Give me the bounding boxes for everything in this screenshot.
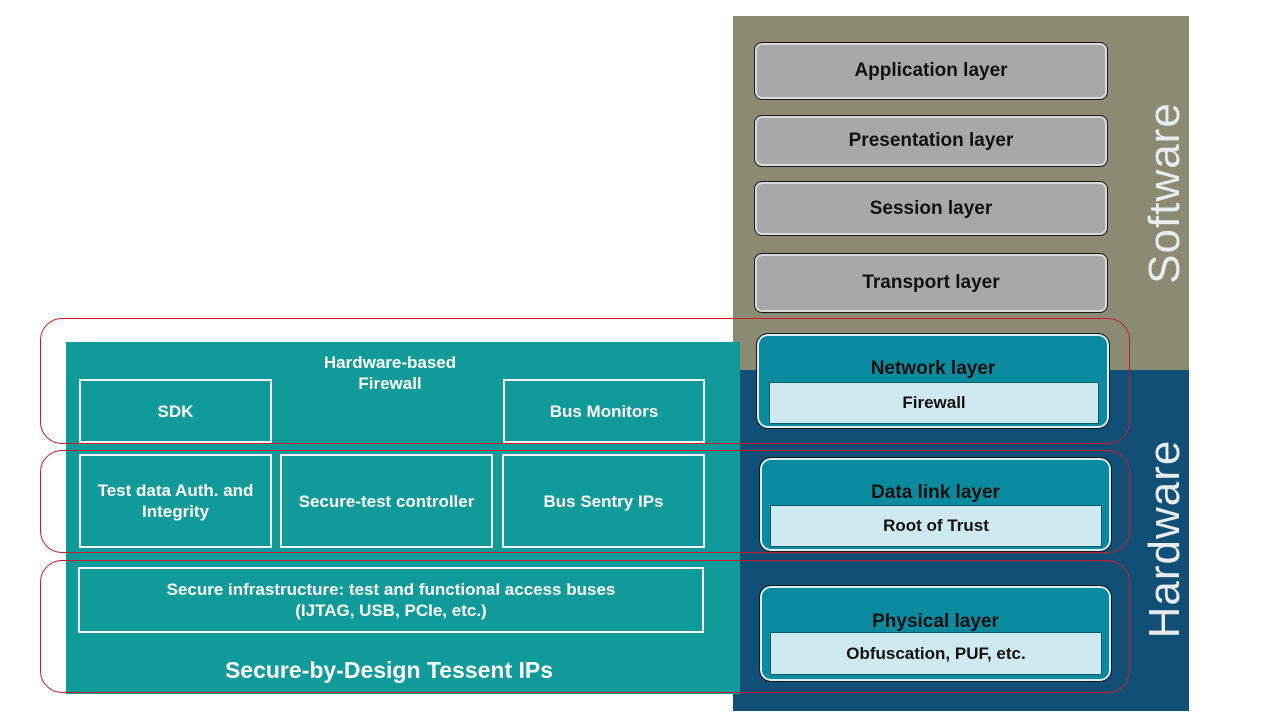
network-layer-title: Network layer bbox=[870, 358, 996, 379]
physical-layer-title: Physical layer bbox=[872, 611, 999, 632]
transport-layer: Transport layer bbox=[754, 253, 1108, 313]
obfuscation-box: Obfuscation, PUF, etc. bbox=[770, 632, 1102, 675]
application-layer: Application layer bbox=[754, 42, 1108, 100]
data-link-layer: Data link layer Root of Trust bbox=[759, 457, 1112, 552]
test-data-auth-box: Test data Auth. and Integrity bbox=[79, 454, 272, 548]
bus-monitors-box: Bus Monitors bbox=[503, 379, 705, 443]
software-label: Software bbox=[1140, 102, 1189, 284]
network-row-highlight bbox=[40, 318, 1130, 444]
hardware-firewall-label: Hardware-based Firewall bbox=[280, 352, 500, 394]
secure-test-controller-box: Secure-test controller bbox=[280, 454, 493, 548]
sdk-box: SDK bbox=[79, 379, 272, 443]
root-of-trust-box: Root of Trust bbox=[770, 505, 1102, 547]
hardware-label: Hardware bbox=[1140, 439, 1189, 639]
presentation-layer: Presentation layer bbox=[754, 115, 1108, 167]
session-layer: Session layer bbox=[754, 181, 1108, 236]
physical-layer: Physical layer Obfuscation, PUF, etc. bbox=[759, 585, 1112, 682]
secure-infrastructure-box: Secure infrastructure: test and function… bbox=[78, 567, 704, 633]
bus-sentry-box: Bus Sentry IPs bbox=[502, 454, 705, 548]
test-data-line2: Integrity bbox=[141, 502, 210, 521]
firewall-box: Firewall bbox=[769, 382, 1099, 424]
infra-line1: Secure infrastructure: test and function… bbox=[166, 580, 616, 599]
test-data-line1: Test data Auth. and bbox=[97, 481, 254, 500]
tessent-block bbox=[66, 342, 740, 694]
data-link-row-highlight bbox=[40, 450, 1130, 553]
infra-line2: (IJTAG, USB, PCIe, etc.) bbox=[295, 601, 487, 620]
hardware-firewall-line1: Hardware-based bbox=[323, 353, 457, 372]
hardware-firewall-line2: Firewall bbox=[358, 374, 422, 393]
data-link-layer-title: Data link layer bbox=[871, 482, 1000, 503]
physical-row-highlight bbox=[40, 560, 1130, 693]
network-layer: Network layer Firewall bbox=[756, 333, 1110, 429]
tessent-footer-title: Secure-by-Design Tessent IPs bbox=[224, 657, 554, 683]
